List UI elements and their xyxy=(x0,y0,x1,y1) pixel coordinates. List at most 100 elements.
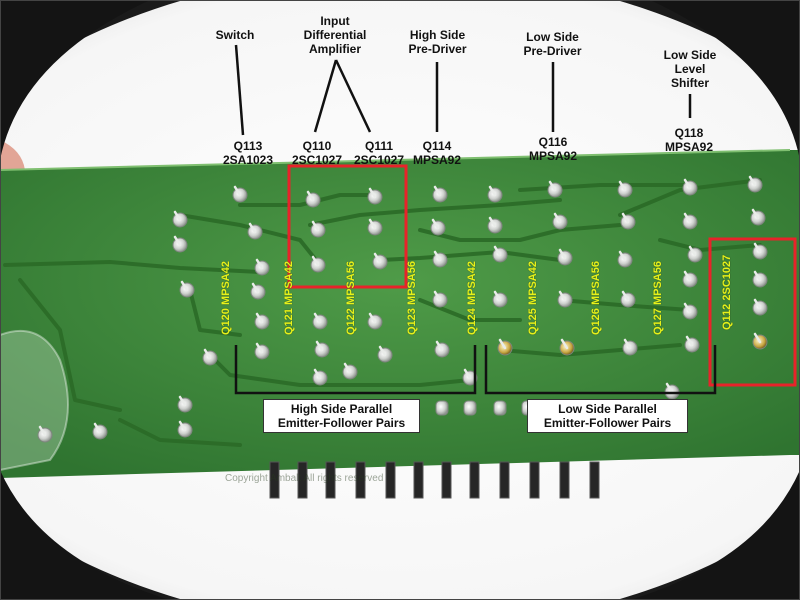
caption-low-side-pairs: Low Side Parallel Emitter-Follower Pairs xyxy=(527,399,688,433)
component-lead xyxy=(173,210,182,222)
component-lead xyxy=(431,218,440,230)
header-pin xyxy=(469,461,480,499)
component-lead xyxy=(665,382,674,394)
background-object xyxy=(0,140,25,175)
component-lead xyxy=(753,332,762,344)
component-lead xyxy=(315,340,324,352)
component-lead xyxy=(306,190,315,202)
component-lead xyxy=(255,258,264,270)
component-lead xyxy=(558,248,567,260)
component-lead xyxy=(683,302,692,314)
silk-q125: Q125 MPSA42 xyxy=(527,261,539,335)
component-lead xyxy=(553,212,562,224)
component-lead xyxy=(368,312,377,324)
component-lead xyxy=(251,282,260,294)
component-lead xyxy=(313,312,322,324)
component-lead xyxy=(343,362,352,374)
header-pin xyxy=(355,461,366,499)
component-lead xyxy=(751,208,760,220)
component-lead xyxy=(433,185,442,197)
component-lead xyxy=(311,255,320,267)
silk-q124: Q124 MPSA42 xyxy=(466,261,478,335)
component-lead xyxy=(493,245,502,257)
component-lead xyxy=(560,338,569,350)
component-lead xyxy=(248,222,257,234)
component-lead xyxy=(618,180,627,192)
component-lead xyxy=(203,348,212,360)
header-pin xyxy=(559,461,570,499)
component-lead xyxy=(255,342,264,354)
component-lead xyxy=(368,187,377,199)
header-pin xyxy=(269,461,280,499)
component-lead xyxy=(683,270,692,282)
header-pin xyxy=(297,461,308,499)
edge-pad xyxy=(463,400,477,416)
component-lead xyxy=(493,290,502,302)
silk-q121: Q121 MPSA42 xyxy=(283,261,295,335)
header-pin xyxy=(589,461,600,499)
component-lead xyxy=(621,212,630,224)
component-lead xyxy=(548,180,557,192)
bracket-low-side xyxy=(484,345,717,395)
component-lead xyxy=(748,175,757,187)
component-lead xyxy=(233,185,242,197)
component-lead xyxy=(498,338,507,350)
component-lead xyxy=(753,270,762,282)
header-pin xyxy=(529,461,540,499)
label-high-side-pre-driver: High Side Pre-Driver xyxy=(408,28,467,56)
component-lead xyxy=(38,425,47,437)
component-lead xyxy=(311,220,320,232)
leader-q111 xyxy=(334,59,372,133)
header-pin xyxy=(499,461,510,499)
component-lead xyxy=(368,218,377,230)
component-lead xyxy=(753,242,762,254)
leader-switch xyxy=(234,44,245,136)
component-lead xyxy=(488,185,497,197)
component-lead xyxy=(378,345,387,357)
component-lead xyxy=(433,250,442,262)
caption-high-side-pairs: High Side Parallel Emitter-Follower Pair… xyxy=(263,399,420,433)
component-lead xyxy=(688,245,697,257)
header-pin xyxy=(441,461,452,499)
bracket-high-side xyxy=(234,345,477,395)
component-lead xyxy=(683,212,692,224)
label-low-side-level-shifter: Low Side Level Shifter xyxy=(663,48,717,90)
component-lead xyxy=(433,290,442,302)
component-lead xyxy=(435,340,444,352)
component-lead xyxy=(618,250,627,262)
label-low-side-pre-driver: Low Side Pre-Driver xyxy=(523,30,582,58)
silk-q112: Q112 2SC1027 xyxy=(721,254,733,330)
highlight-box-q112 xyxy=(708,237,797,387)
component-lead xyxy=(488,216,497,228)
component-lead xyxy=(178,395,187,407)
silk-q127: Q127 MPSA56 xyxy=(652,261,664,335)
highlight-box-input-diff-amp xyxy=(287,164,408,289)
component-lead xyxy=(685,335,694,347)
header-pin xyxy=(325,461,336,499)
component-lead xyxy=(255,312,264,324)
edge-pad xyxy=(435,400,449,416)
header-pin xyxy=(413,461,424,499)
component-lead xyxy=(753,298,762,310)
silk-q120: Q120 MPSA42 xyxy=(220,261,232,335)
component-lead xyxy=(178,420,187,432)
header-pin xyxy=(385,461,396,499)
component-lead xyxy=(623,338,632,350)
pcb-board xyxy=(0,150,800,478)
leader-q110 xyxy=(313,59,338,133)
silk-q123: Q123 MPSA56 xyxy=(406,261,418,335)
component-lead xyxy=(173,235,182,247)
silk-q126: Q126 MPSA56 xyxy=(590,261,602,335)
component-lead xyxy=(180,280,189,292)
component-lead xyxy=(93,422,102,434)
component-lead xyxy=(683,178,692,190)
silk-q122: Q122 MPSA56 xyxy=(345,261,357,335)
component-lead xyxy=(313,368,322,380)
edge-pad xyxy=(493,400,507,416)
